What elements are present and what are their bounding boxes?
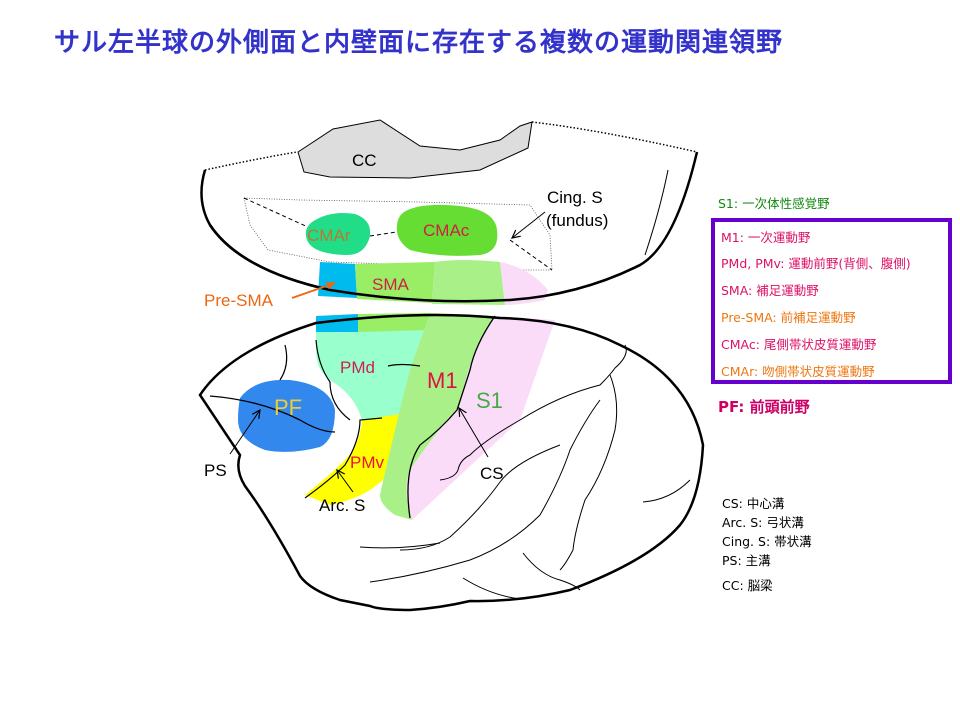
ps-label: PS xyxy=(204,461,227,480)
sulcus-line xyxy=(359,542,441,549)
cs-label: CS xyxy=(480,464,504,483)
pf-region xyxy=(238,379,335,452)
s1-medial-region xyxy=(500,262,548,305)
legend-box: M1: 一次運動野 PMd, PMv: 運動前野(背側、腹側) SMA: 補足運… xyxy=(711,218,952,384)
sulcus-line xyxy=(462,577,521,600)
sulcus-line xyxy=(642,479,691,503)
sulcus-line xyxy=(522,552,581,591)
sma-label: SMA xyxy=(372,275,410,294)
sulci-legend-item: CS: 中心溝 xyxy=(722,496,785,511)
pmd-spur xyxy=(387,363,421,367)
cmar-label: CMAr xyxy=(307,226,351,245)
legend-item: PMd, PMv: 運動前野(背側、腹側) xyxy=(721,256,911,271)
principal-sulcus xyxy=(209,395,336,433)
sulci-legend-item: CC: 脳梁 xyxy=(722,578,773,593)
legend-item: Pre-SMA: 前補足運動野 xyxy=(721,310,856,325)
sulcus-line xyxy=(399,444,561,551)
page-title: サル左半球の外側面と内壁面に存在する複数の運動関連領野 xyxy=(54,28,784,58)
legend-item: SMA: 補足運動野 xyxy=(721,283,819,298)
sulci-legend-item: PS: 主溝 xyxy=(722,553,771,568)
legend-item: M1: 一次運動野 xyxy=(721,230,811,245)
lateral-outline xyxy=(198,313,705,612)
sulcus-line xyxy=(369,399,601,583)
sulcus-line xyxy=(439,344,627,481)
cs-arrow xyxy=(459,408,489,458)
lateral-hemisphere xyxy=(198,313,705,612)
medial-hemisphere xyxy=(200,119,699,305)
cing-s-label: Cing. S xyxy=(547,188,603,207)
medial-dotted-border xyxy=(204,151,298,171)
cmac-label: CMAc xyxy=(423,221,470,240)
legend-pf: PF: 前頭前野 xyxy=(718,398,810,416)
arcuate-sulcus xyxy=(279,339,383,499)
legend-item: CMAc: 尾側帯状皮質運動野 xyxy=(721,337,877,352)
m1-region xyxy=(380,313,495,520)
legend-item: CMAr: 吻側帯状皮質運動野 xyxy=(721,364,875,379)
cc-region xyxy=(297,119,533,179)
pre-sma-label: Pre-SMA xyxy=(204,291,274,310)
cmac-region xyxy=(396,204,498,256)
pmd-label: PMd xyxy=(340,358,375,377)
sulci-legend: CS: 中心溝 Arc. S: 弓状溝 Cing. S: 帯状溝 PS: 主溝 … xyxy=(722,494,812,595)
ps-arrow xyxy=(229,410,260,455)
s1-label: S1 xyxy=(476,388,503,413)
s1-region xyxy=(406,316,555,520)
cing-s-arrow xyxy=(512,211,546,238)
cingulate-sulcus-region xyxy=(243,197,553,271)
cc-label: CC xyxy=(352,151,377,170)
cmar-region xyxy=(305,213,371,256)
pre-sma-arrow xyxy=(291,281,336,299)
medial-dotted-border xyxy=(531,121,698,153)
arc-s-arrow xyxy=(337,470,354,493)
central-sulcus xyxy=(407,315,496,519)
m1-medial-region xyxy=(432,260,505,305)
pmv-label: PMv xyxy=(350,453,385,472)
arc-s-label: Arc. S xyxy=(319,496,365,515)
sulci-legend-item: Arc. S: 弓状溝 xyxy=(722,515,804,530)
cingulate-fundus-line xyxy=(243,197,553,271)
fundus-label: (fundus) xyxy=(546,211,608,230)
sma-region xyxy=(355,262,435,303)
sulcus-line xyxy=(559,374,618,571)
m1-label: M1 xyxy=(427,368,458,393)
sulci-legend-item: Cing. S: 帯状溝 xyxy=(722,534,812,549)
pmd-region xyxy=(316,328,425,420)
pf-label: PF xyxy=(274,395,302,420)
legend-s1: S1: 一次体性感覚野 xyxy=(718,196,830,211)
pmv-region xyxy=(305,414,400,505)
